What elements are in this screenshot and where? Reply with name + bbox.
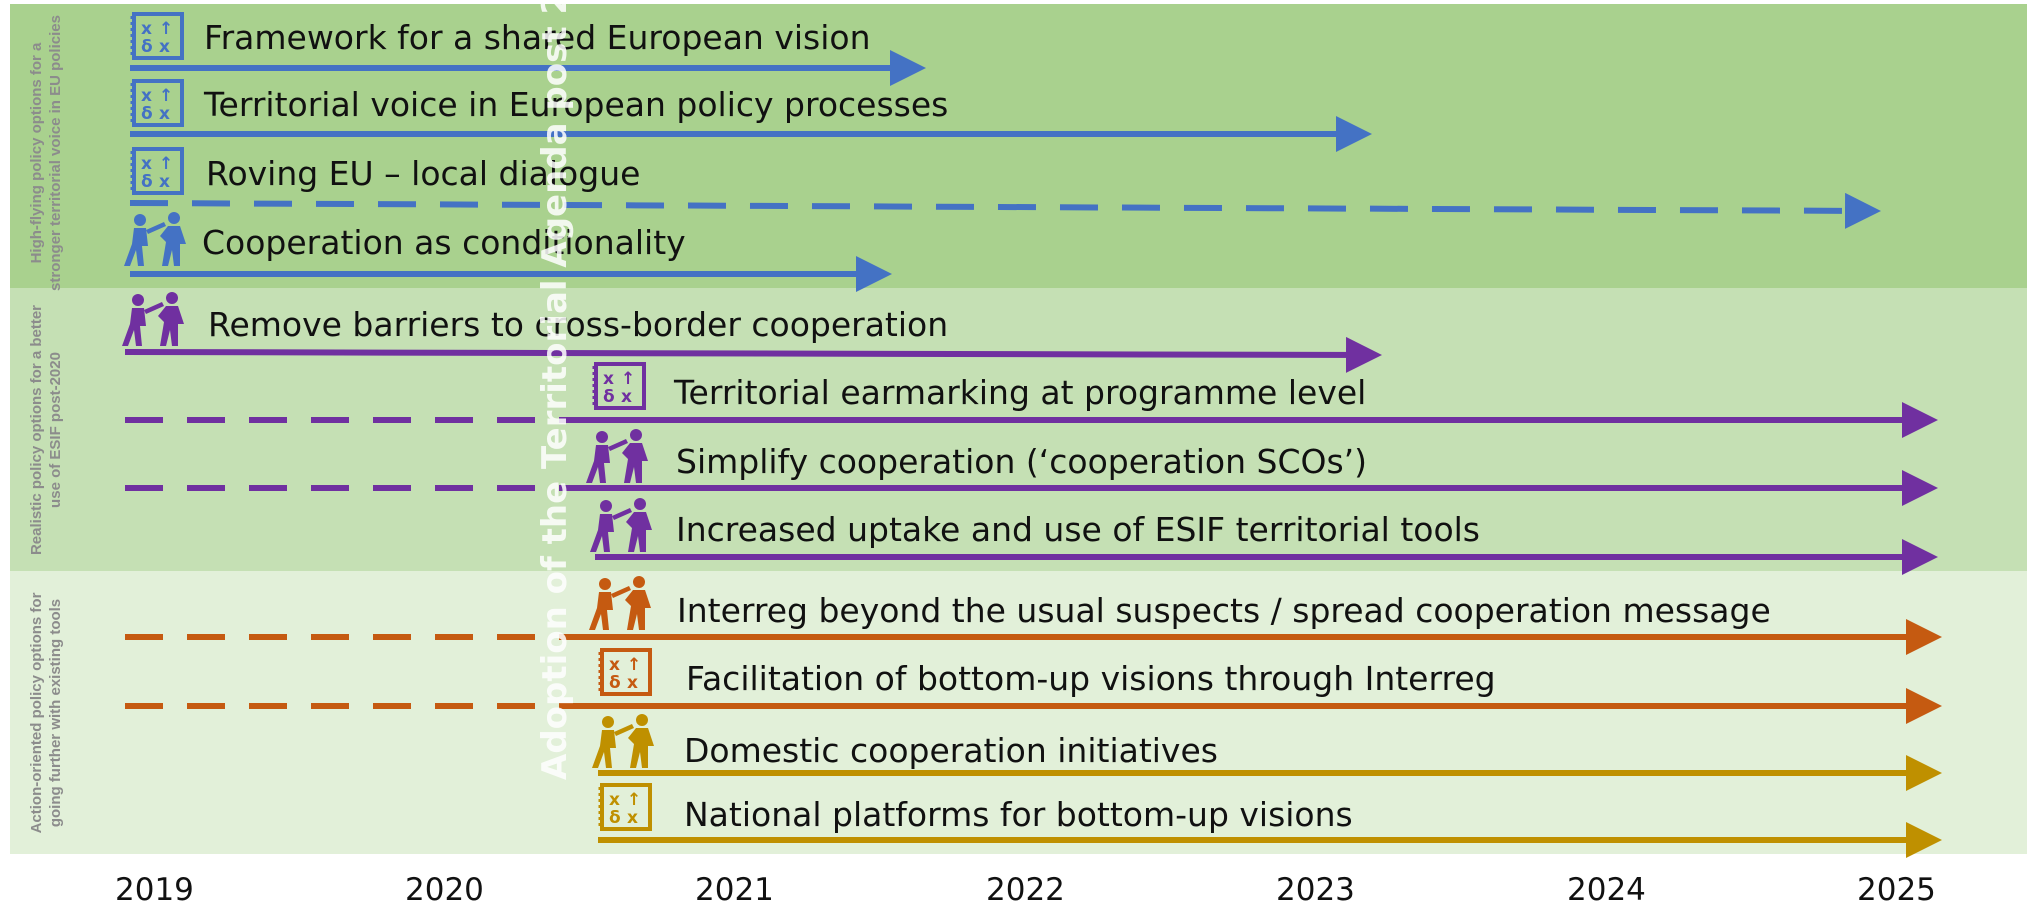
year-label-2020: 2020 <box>405 872 484 908</box>
strategy-icon: x ↑ δ x <box>592 362 646 410</box>
strategy-icon: x ↑ δ x <box>598 783 652 831</box>
strategy-icon: x ↑ δ x <box>130 79 184 127</box>
item-label-facilitation-bottom-up: Facilitation of bottom-up visions throug… <box>686 659 1496 698</box>
people-icon <box>592 714 654 768</box>
svg-text:x: x <box>609 655 620 675</box>
item-label-territorial-earmarking: Territorial earmarking at programme leve… <box>674 373 1367 412</box>
year-label-2022: 2022 <box>986 872 1065 908</box>
arrow-roving-dialogue <box>129 192 1881 229</box>
group-band-action-oriented <box>10 571 2027 854</box>
item-label-framework: Framework for a shared European vision <box>204 18 871 57</box>
svg-text:x: x <box>141 86 152 106</box>
svg-text:x: x <box>627 808 638 828</box>
svg-text:x: x <box>609 790 620 810</box>
people-icon <box>590 498 652 552</box>
svg-text:x: x <box>603 369 614 389</box>
people-icon <box>589 576 651 630</box>
svg-text:↑: ↑ <box>621 369 635 389</box>
item-label-remove-barriers: Remove barriers to cross-border cooperat… <box>208 305 949 344</box>
svg-text:δ: δ <box>141 37 153 57</box>
svg-text:δ: δ <box>141 172 153 192</box>
item-label-simplify-cooperation: Simplify cooperation (‘cooperation SCOs’… <box>676 442 1368 481</box>
item-label-domestic-cooperation: Domestic cooperation initiatives <box>684 731 1218 770</box>
strategy-icon: x ↑ δ x <box>130 12 184 60</box>
svg-text:δ: δ <box>609 808 621 828</box>
arrow-remove-barriers <box>124 336 1382 373</box>
svg-text:δ: δ <box>603 387 615 407</box>
item-label-interreg-beyond: Interreg beyond the usual suspects / spr… <box>677 591 1771 630</box>
svg-text:x: x <box>141 19 152 39</box>
svg-text:x: x <box>627 673 638 693</box>
people-icon <box>586 429 648 483</box>
strategy-icon: x ↑ δ x <box>130 147 184 195</box>
group-band-realistic <box>10 288 2027 571</box>
svg-text:↑: ↑ <box>627 655 641 675</box>
people-icon <box>122 292 184 346</box>
svg-text:x: x <box>141 154 152 174</box>
item-label-territorial-voice: Territorial voice in European policy pro… <box>204 85 949 124</box>
year-label-2021: 2021 <box>695 872 774 908</box>
people-icon <box>124 212 186 266</box>
svg-text:x: x <box>159 37 170 57</box>
svg-text:δ: δ <box>141 104 153 124</box>
svg-text:x: x <box>159 104 170 124</box>
year-label-2023: 2023 <box>1276 872 1355 908</box>
svg-text:↑: ↑ <box>627 790 641 810</box>
svg-text:↑: ↑ <box>159 86 173 106</box>
svg-text:x: x <box>621 387 632 407</box>
adoption-marker-label: Adoption of the Territorial Agenda post … <box>535 0 575 780</box>
item-label-increased-uptake: Increased uptake and use of ESIF territo… <box>676 510 1481 549</box>
year-label-2024: 2024 <box>1567 872 1646 908</box>
year-label-2019: 2019 <box>115 872 194 908</box>
item-label-cooperation-conditionality: Cooperation as conditionality <box>202 223 686 262</box>
item-label-national-platforms: National platforms for bottom-up visions <box>684 795 1353 834</box>
item-label-roving-dialogue: Roving EU – local dialogue <box>206 154 641 193</box>
svg-text:↑: ↑ <box>159 19 173 39</box>
svg-text:x: x <box>159 172 170 192</box>
svg-text:↑: ↑ <box>159 154 173 174</box>
svg-text:δ: δ <box>609 673 621 693</box>
strategy-icon: x ↑ δ x <box>598 648 652 696</box>
year-label-2025: 2025 <box>1857 872 1936 908</box>
group-band-high-flying <box>10 4 2027 288</box>
